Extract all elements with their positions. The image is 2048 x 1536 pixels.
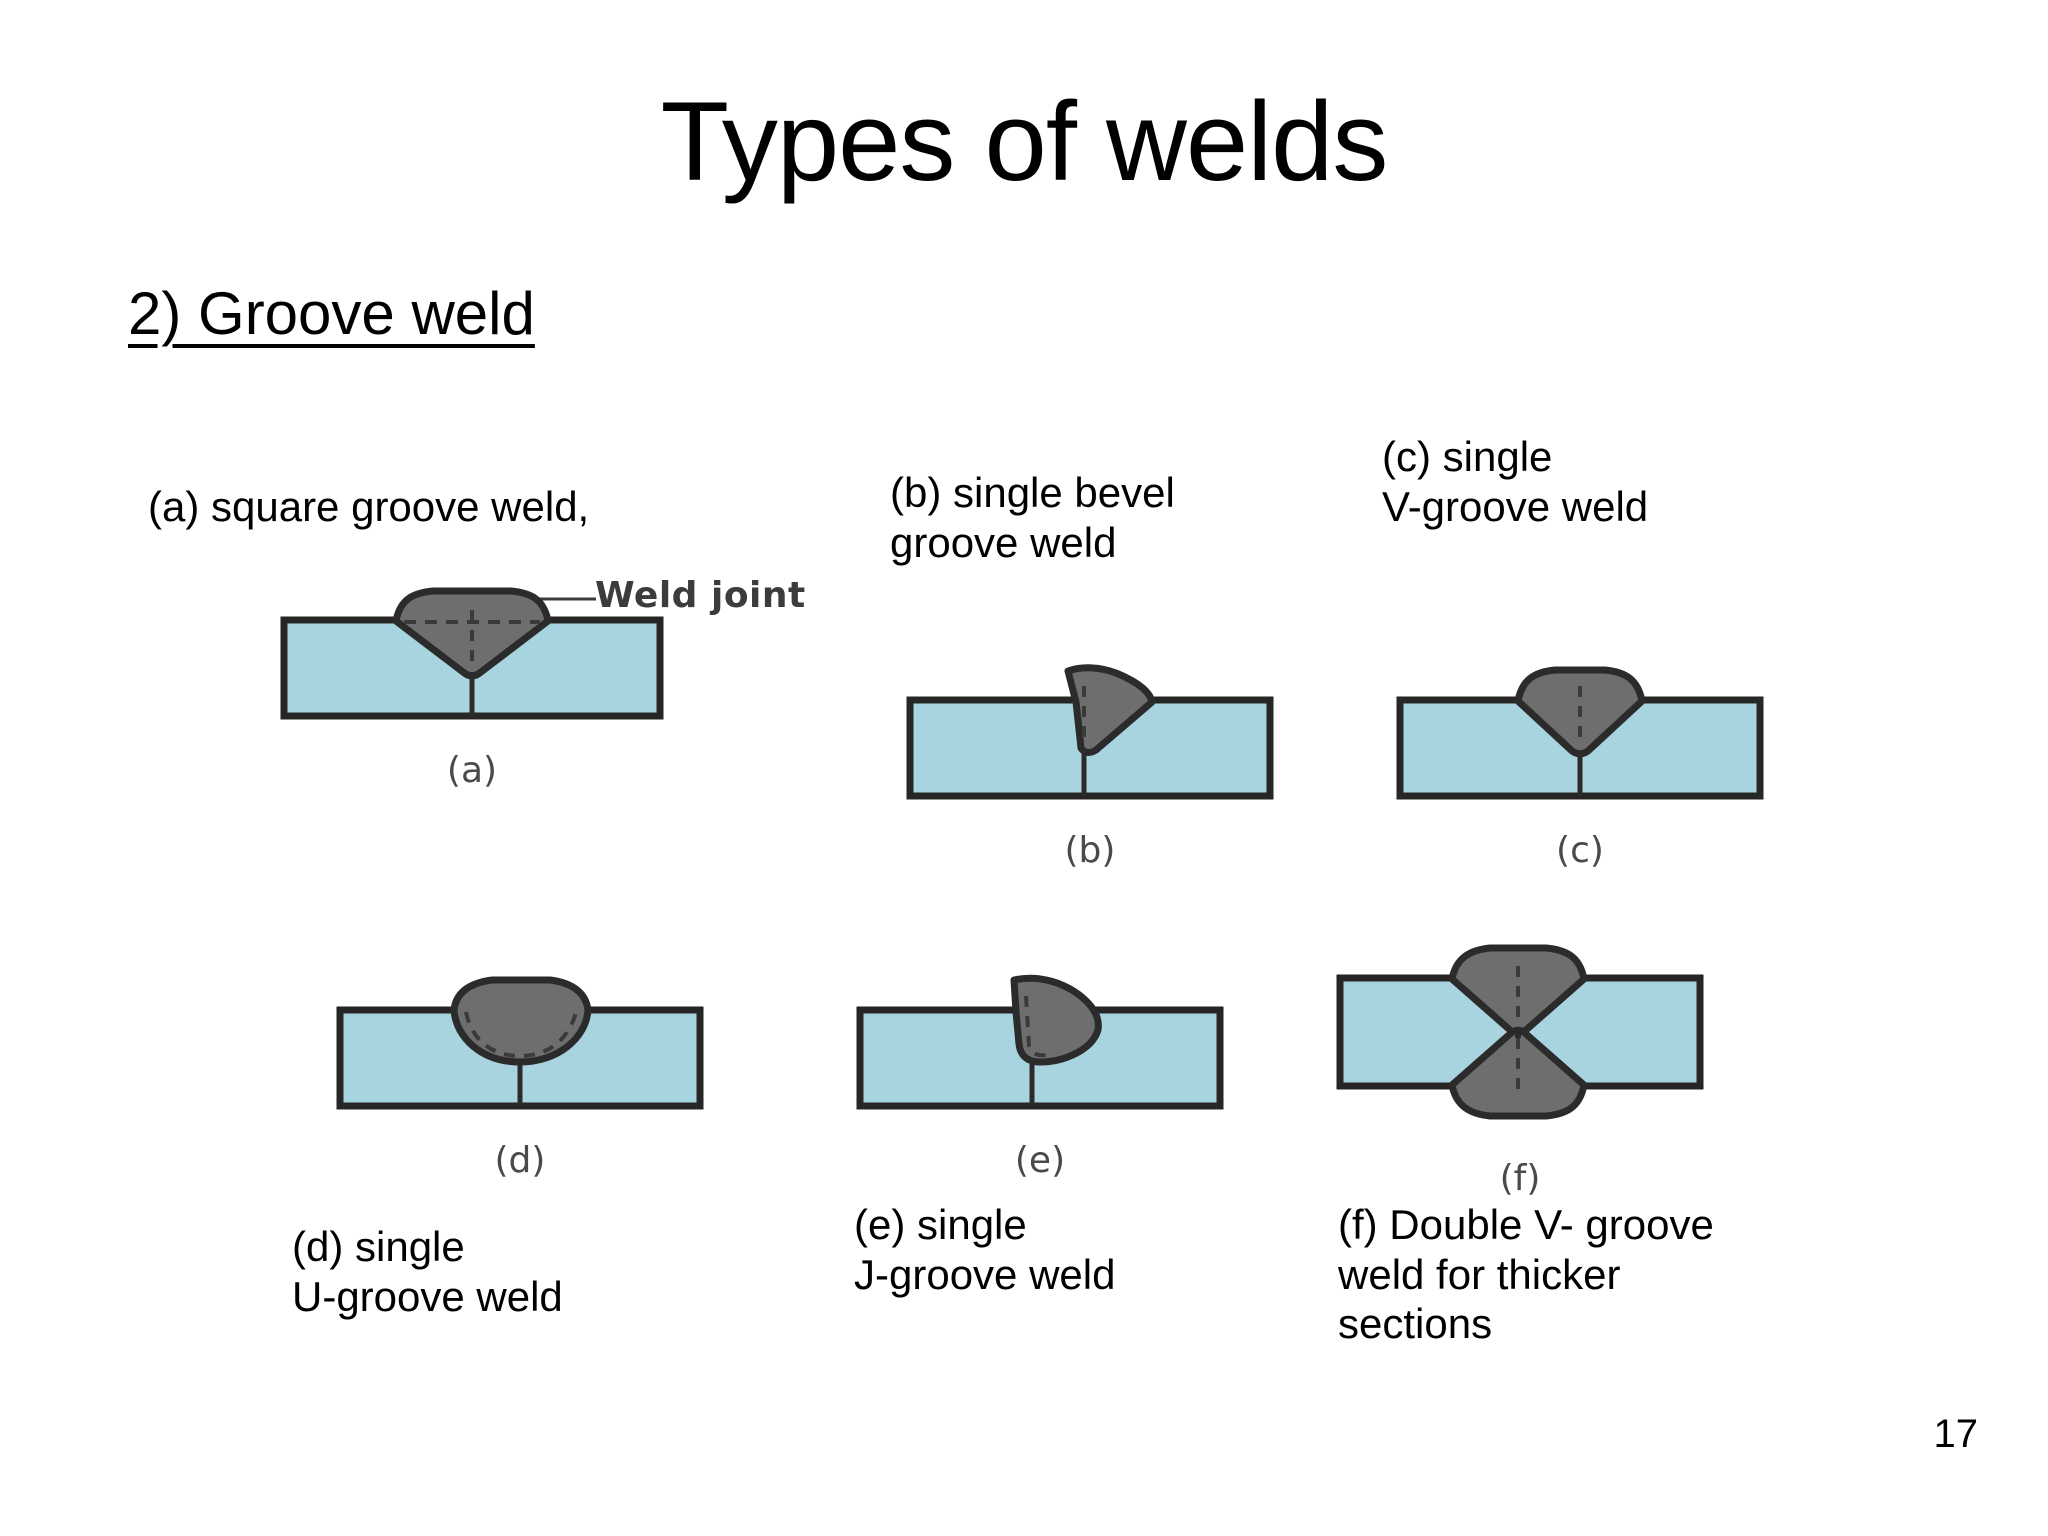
figure-a-diagram	[280, 587, 664, 720]
figure-c-diagram	[1396, 666, 1764, 800]
figure-c-single-v-groove-weld: (c)	[1390, 640, 1770, 871]
figure-c-letter: (c)	[1556, 830, 1604, 871]
caption-d: (d) single U-groove weld	[292, 1223, 563, 1320]
figure-f-diagram	[1336, 944, 1704, 1120]
figure-f-double-v-groove-weld: (f)	[1330, 930, 1710, 1199]
caption-f: (f) Double V- groove weld for thicker se…	[1338, 1201, 1714, 1348]
figure-b-single-bevel-groove-weld: (b)	[900, 640, 1280, 871]
figure-e-diagram	[856, 974, 1224, 1110]
figure-e-letter: (e)	[1014, 1140, 1066, 1181]
caption-e: (e) single J-groove weld	[854, 1201, 1116, 1298]
figure-f-letter: (f)	[1499, 1158, 1541, 1199]
page-number: 17	[1933, 1412, 1979, 1456]
figure-d-single-u-groove-weld: (d)	[330, 950, 710, 1181]
caption-b: (b) single bevel groove weld	[890, 469, 1175, 566]
figure-d-diagram	[336, 976, 704, 1110]
figure-b-letter: (b)	[1064, 830, 1116, 871]
figure-a-letter: (a)	[446, 750, 498, 791]
figure-e-single-j-groove-weld: (e)	[850, 950, 1230, 1181]
page-title: Types of welds	[660, 79, 1389, 204]
caption-a: (a) square groove weld,	[148, 483, 590, 530]
weld-joint-annotation-label: Weld joint	[595, 575, 806, 616]
figure-d-letter: (d)	[494, 1140, 546, 1181]
caption-c: (c) single V-groove weld	[1382, 433, 1649, 530]
figure-a-square-groove-weld: (a)	[272, 560, 672, 791]
figure-b-diagram	[906, 664, 1274, 800]
section-heading: 2) Groove weld	[128, 280, 535, 347]
